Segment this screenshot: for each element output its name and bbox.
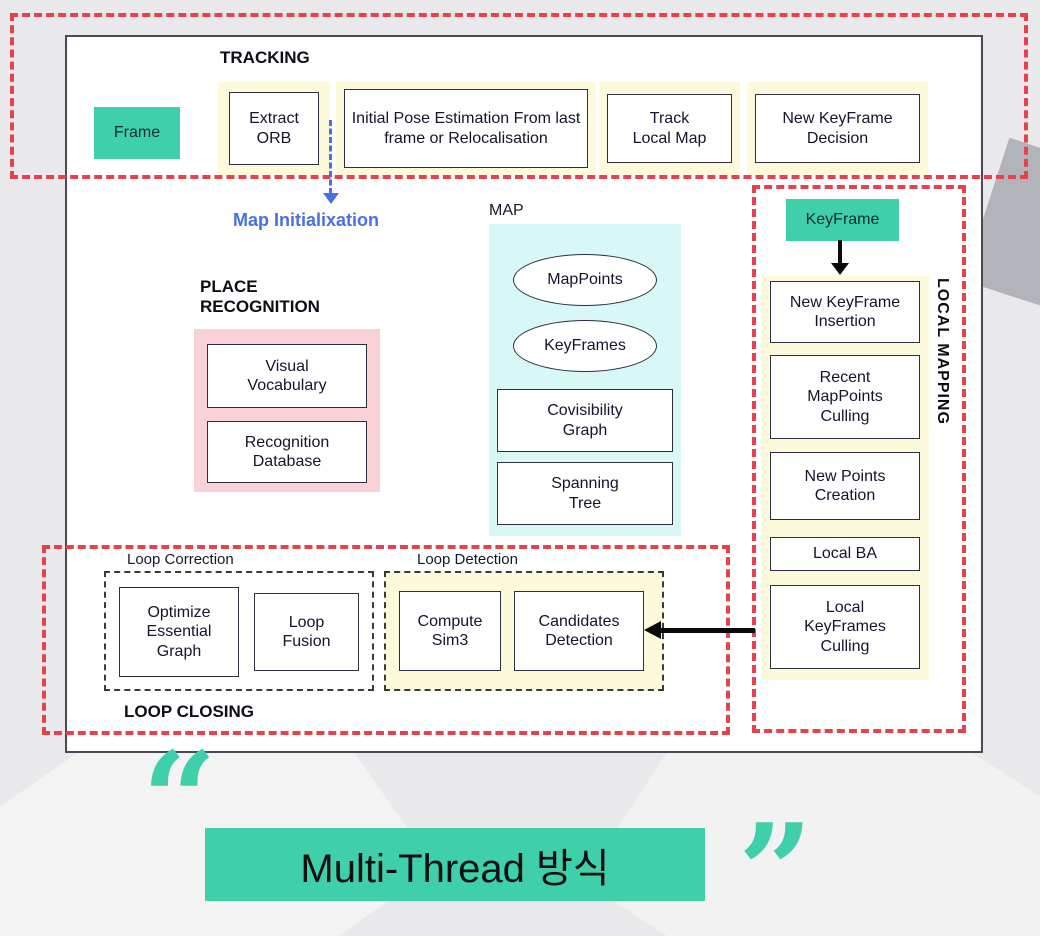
loop-detection-label: Loop Detection bbox=[417, 551, 518, 568]
mappoints-ellipse: MapPoints bbox=[513, 254, 657, 306]
new-keyframe-insertion-label: New KeyFrame Insertion bbox=[789, 293, 901, 330]
initial-pose-estimation-label: Initial Pose Estimation From last frame … bbox=[351, 110, 581, 147]
extract-orb-box: Extract ORB bbox=[229, 92, 319, 165]
tracking-title: TRACKING bbox=[220, 48, 310, 67]
keyframes-label: KeyFrames bbox=[544, 337, 626, 355]
local-keyframes-culling-label: Local KeyFrames Culling bbox=[804, 599, 886, 655]
open-quote-icon: “ bbox=[142, 723, 217, 876]
map-init-arrowhead-icon bbox=[323, 193, 339, 204]
keyframes-ellipse: KeyFrames bbox=[513, 320, 657, 372]
loop-closing-title: LOOP CLOSING bbox=[124, 702, 255, 721]
compute-sim3-label: Compute Sim3 bbox=[417, 612, 483, 649]
keyframe-box: KeyFrame bbox=[786, 199, 899, 241]
map-init-arrow-down-dashed-icon bbox=[329, 120, 332, 194]
spanning-tree-box: Spanning Tree bbox=[497, 462, 673, 525]
local-ba-box: Local BA bbox=[770, 537, 920, 571]
loop-correction-label: Loop Correction bbox=[127, 551, 234, 568]
optimize-essential-graph-label: Optimize Essential Graph bbox=[146, 604, 212, 660]
local-mapping-to-loop-arrowhead-icon bbox=[644, 621, 661, 639]
local-ba-label: Local BA bbox=[812, 545, 878, 563]
visual-vocabulary-box: Visual Vocabulary bbox=[207, 344, 367, 408]
loop-correction-group bbox=[104, 571, 374, 691]
map-title: MAP bbox=[489, 202, 524, 219]
frame-box: Frame bbox=[94, 107, 180, 159]
spanning-tree-label: Spanning Tree bbox=[551, 475, 619, 512]
caption-banner: Multi-Thread 방식 bbox=[205, 828, 705, 901]
optimize-essential-graph-box: Optimize Essential Graph bbox=[119, 587, 239, 677]
recent-mappoints-culling-label: Recent MapPoints Culling bbox=[807, 369, 883, 425]
mappoints-label: MapPoints bbox=[547, 271, 623, 289]
loop-fusion-label: Loop Fusion bbox=[282, 613, 331, 650]
new-keyframe-decision-label: New KeyFrame Decision bbox=[782, 110, 893, 147]
covisibility-graph-box: Covisibility Graph bbox=[497, 389, 673, 452]
local-keyframes-culling-box: Local KeyFrames Culling bbox=[770, 585, 920, 669]
candidates-detection-box: Candidates Detection bbox=[514, 591, 644, 671]
track-local-map-label: Track Local Map bbox=[632, 110, 707, 147]
covisibility-graph-label: Covisibility Graph bbox=[547, 402, 623, 439]
track-local-map-box: Track Local Map bbox=[607, 94, 732, 163]
map-initialization-label: Map Initialixation bbox=[233, 210, 380, 230]
recent-mappoints-culling-box: Recent MapPoints Culling bbox=[770, 355, 920, 439]
initial-pose-estimation-box: Initial Pose Estimation From last frame … bbox=[344, 89, 588, 168]
local-mapping-title: LOCAL MAPPING bbox=[934, 278, 951, 425]
recognition-database-label: Recognition Database bbox=[244, 433, 330, 470]
new-points-creation-box: New Points Creation bbox=[770, 452, 920, 520]
extract-orb-label: Extract ORB bbox=[249, 110, 299, 147]
place-recognition-title: PLACE RECOGNITION bbox=[200, 277, 320, 316]
new-keyframe-insertion-box: New KeyFrame Insertion bbox=[770, 281, 920, 343]
visual-vocabulary-label: Visual Vocabulary bbox=[247, 357, 327, 394]
new-keyframe-decision-box: New KeyFrame Decision bbox=[755, 94, 920, 163]
local-mapping-to-loop-arrow-icon bbox=[660, 628, 755, 633]
close-quote-icon: ” bbox=[738, 795, 813, 936]
candidates-detection-label: Candidates Detection bbox=[538, 612, 620, 649]
keyframe-arrowhead-icon bbox=[831, 263, 849, 275]
compute-sim3-box: Compute Sim3 bbox=[399, 591, 501, 671]
keyframe-arrow-down-icon bbox=[838, 240, 842, 265]
recognition-database-box: Recognition Database bbox=[207, 421, 367, 483]
new-points-creation-label: New Points Creation bbox=[804, 467, 886, 504]
loop-fusion-box: Loop Fusion bbox=[254, 593, 359, 671]
